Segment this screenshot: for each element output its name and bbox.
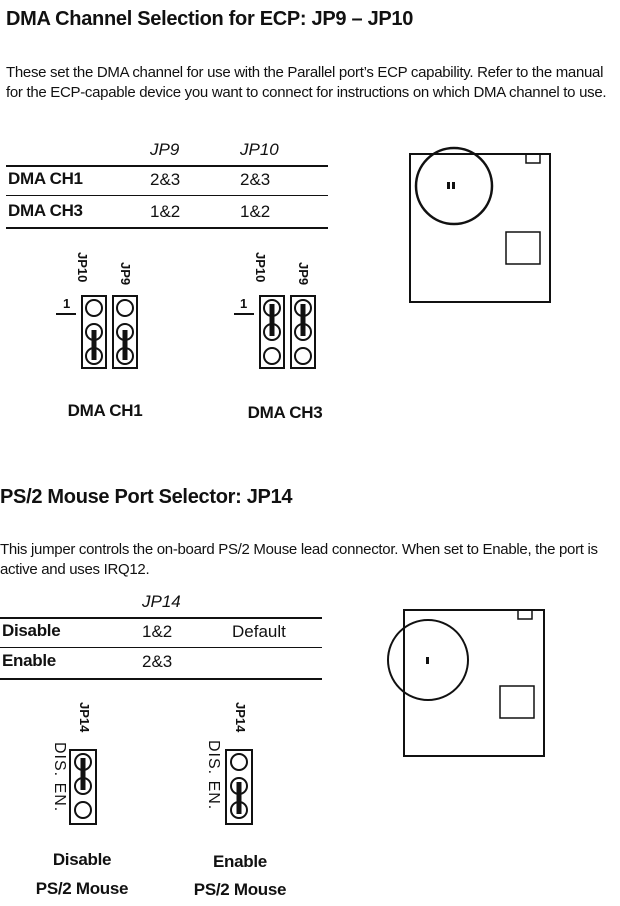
dma-ch3-jp9-label: JP9 [296, 262, 311, 286]
ps2-table-header-jp14: JP14 [142, 592, 181, 611]
dma-board-location-diagram [409, 146, 551, 303]
dma-section-title: DMA Channel Selection for ECP: JP9 – JP1… [6, 8, 414, 30]
ps2-enable-caption-line2: PS/2 Mouse [193, 880, 287, 899]
ps2-row-disable-note: Default [232, 622, 286, 641]
ps2-table-rule-top [0, 617, 322, 619]
dma-ch1-pin1-marker: 1 [63, 296, 71, 311]
ps2-disable-caption-line2: PS/2 Mouse [35, 879, 129, 898]
ps2-row-disable-label: Disable [2, 621, 61, 640]
dma-ch3-jumper-pins [234, 295, 316, 369]
dma-ch1-caption: DMA CH1 [67, 401, 143, 420]
dma-ch3-caption: DMA CH3 [247, 403, 323, 422]
ps2-disable-jp14-label: JP14 [77, 702, 92, 733]
ps2-disable-dis-en-label: DIS. EN. [51, 742, 68, 813]
dma-ch1-jp10-label: JP10 [75, 252, 90, 283]
ps2-table-rule-mid [0, 647, 322, 648]
ps2-row-disable-value: 1&2 [142, 622, 173, 641]
ps2-enable-dis-en-label: DIS. EN. [205, 740, 222, 811]
ps2-description: This jumper controls the on-board PS/2 M… [0, 541, 598, 578]
ps2-row-enable-value: 2&3 [142, 652, 173, 671]
dma-row-ch3-label: DMA CH3 [8, 201, 83, 220]
dma-row-ch1-label: DMA CH1 [8, 169, 83, 188]
ps2-board-location-diagram [387, 609, 545, 757]
dma-table-header-jp9: JP9 [150, 140, 180, 159]
dma-description: These set the DMA channel for use with t… [6, 64, 607, 101]
dma-table-header-jp10: JP10 [240, 140, 279, 159]
ps2-disable-caption-line1: Disable [52, 850, 112, 869]
dma-row-ch3-jp10: 1&2 [240, 202, 271, 221]
dma-row-ch1-jp9: 2&3 [150, 170, 181, 189]
dma-ch1-jumper-pins [56, 295, 138, 369]
ps2-enable-jumper-pins [225, 749, 253, 825]
dma-row-ch1-jp10: 2&3 [240, 170, 271, 189]
ps2-row-enable-label: Enable [2, 651, 56, 670]
dma-table-rule-bottom [6, 227, 328, 229]
ps2-table-rule-bottom [0, 678, 322, 680]
dma-ch3-jp10-label: JP10 [253, 252, 268, 283]
dma-table-rule-mid [6, 195, 328, 196]
ps2-enable-caption-line1: Enable [213, 852, 267, 871]
ps2-enable-jp14-label: JP14 [233, 702, 248, 733]
dma-row-ch3-jp9: 1&2 [150, 202, 181, 221]
ps2-section-title: PS/2 Mouse Port Selector: JP14 [0, 486, 293, 508]
dma-table-rule-top [6, 165, 328, 167]
dma-ch3-pin1-marker: 1 [240, 296, 248, 311]
ps2-disable-jumper-pins [69, 749, 97, 825]
dma-ch1-jp9-label: JP9 [118, 262, 133, 286]
